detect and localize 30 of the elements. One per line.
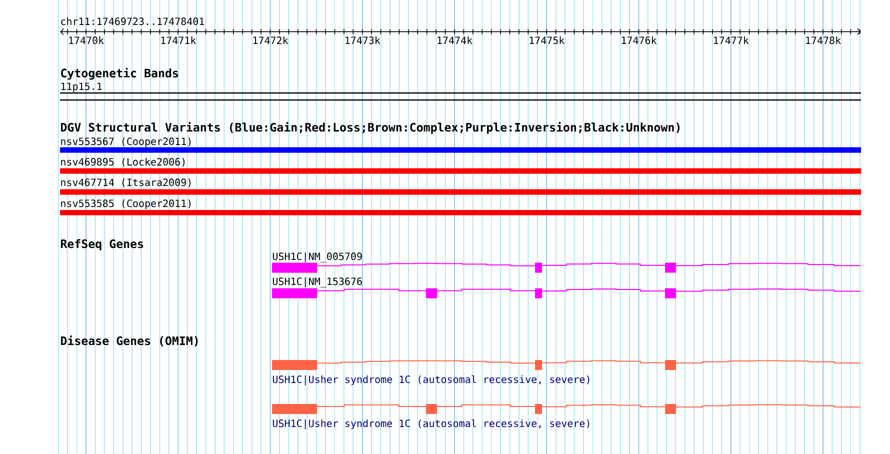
cytoband: 11p15.1	[60, 82, 861, 101]
track-title: DGV Structural Variants (Blue:Gain;Red:Loss;Brown:Complex;Purple:Inversion;Black:Unknown)	[61, 122, 680, 134]
tick-label: 17471k	[161, 36, 196, 44]
node-label: USH1C|NM_005709	[272, 252, 362, 262]
track-title: Disease Genes (OMIM)	[61, 336, 198, 347]
variant-bar: nsv553567 (Cooper2011)	[60, 137, 861, 153]
tick-label: 17478k	[806, 36, 841, 44]
node-label: USH1C|NM_153676	[272, 277, 362, 288]
node-label: nsv469895 (Locke2006)	[61, 158, 185, 167]
tick-label: 17474k	[438, 36, 472, 44]
coordinate-label: chr11:17469723..17478401	[61, 17, 204, 26]
tick-label: 17477k	[714, 36, 749, 44]
tick-label: 17470k	[69, 36, 104, 44]
node-label: nsv553585 (Cooper2011)	[61, 199, 191, 210]
gene-model: USH1C|NM_153676	[272, 277, 861, 298]
track-title: RefSeq Genes	[60, 239, 144, 250]
node-label: nsv467714 (Itsara2009)	[61, 178, 191, 188]
gene-model: USH1C|NM_005709	[272, 252, 861, 273]
tick-label: 17473k	[346, 36, 380, 44]
node-label: USH1C|Usher syndrome 1C (autosomal recessive, severe)	[272, 419, 590, 430]
gene-model: USH1C|Usher syndrome 1C (autosomal recessive, severe)	[272, 404, 861, 430]
tick-label: 17472k	[253, 36, 288, 44]
variant-bar: nsv469895 (Locke2006)	[60, 158, 861, 174]
variant-bar: nsv467714 (Itsara2009)	[60, 178, 861, 195]
gene-model: USH1C|Usher syndrome 1C (autosomal recessive, severe)	[272, 360, 861, 386]
tick-label: 17476k	[622, 36, 657, 44]
node-label: USH1C|Usher syndrome 1C (autosomal recessive, severe)	[272, 375, 590, 386]
tick-label: 17475k	[530, 36, 565, 44]
variant-bar: nsv553585 (Cooper2011)	[60, 199, 861, 216]
node-label: nsv553567 (Cooper2011)	[61, 137, 191, 148]
